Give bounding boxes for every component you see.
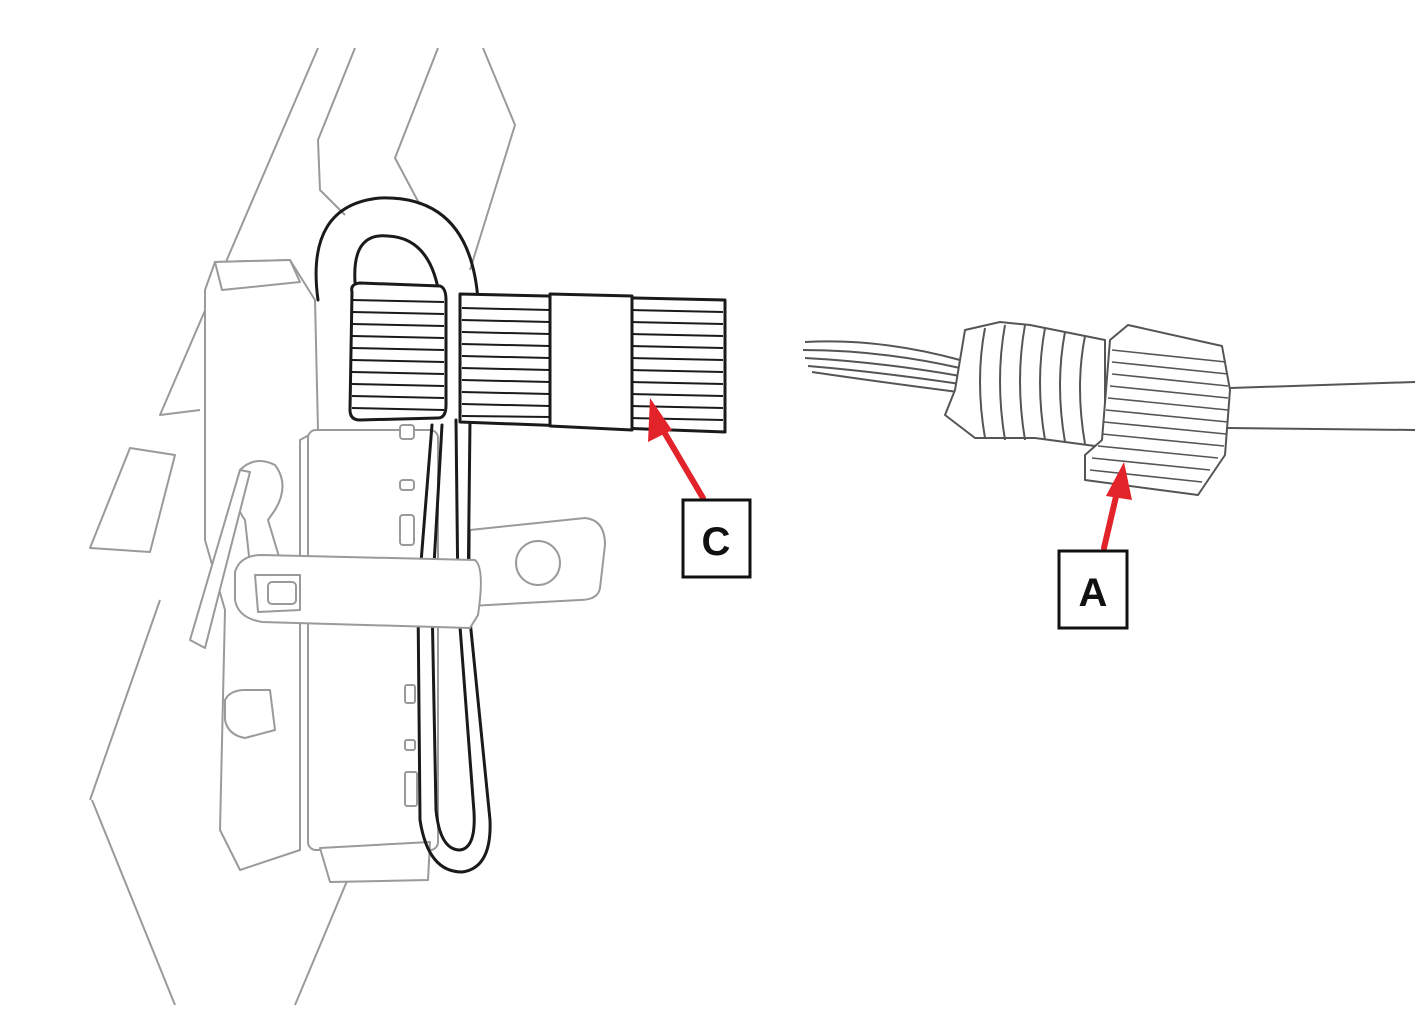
cable-end-a [802,321,1416,496]
connector-c-main-ribs [461,307,724,421]
connector-c [348,281,727,434]
bracket-body [189,259,606,883]
cable-end-a-nut-ribs [1089,349,1229,483]
callout-a-box [1057,549,1129,630]
callout-a: A [1057,462,1132,630]
callout-a-arrowhead [1106,462,1132,500]
callout-a-arrow [1101,485,1121,551]
connector-c-left-ribs [351,299,445,411]
callout-c-arrowhead [648,398,672,442]
cable-loop [314,196,492,874]
cable-end-a-threads [979,324,1086,445]
callout-c-box [681,498,752,579]
cable-tie [234,554,482,629]
callout-a-label: A [1079,571,1108,615]
callout-c-arrow [657,422,706,501]
callout-c: C [648,398,752,579]
mounting-panel [89,47,516,1006]
callout-c-label: C [702,520,731,564]
